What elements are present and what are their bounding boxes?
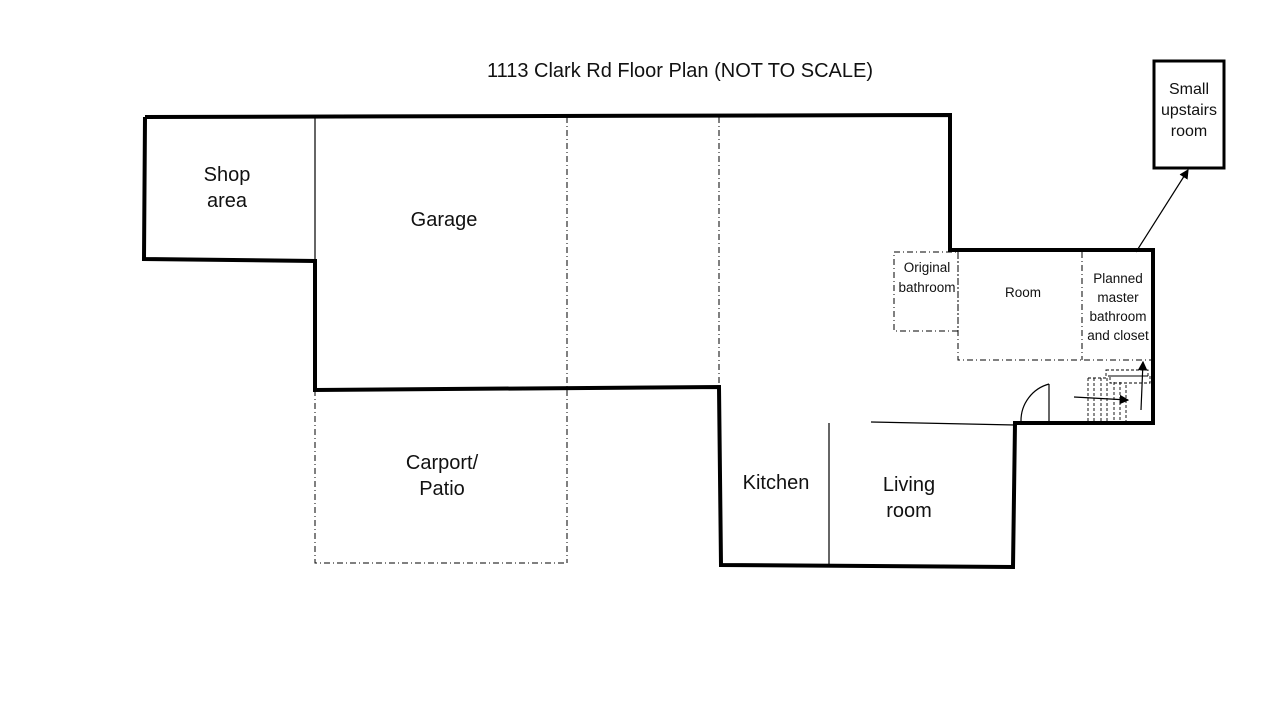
exterior-walls bbox=[141, 112, 1155, 570]
label-shop-area: Shop area bbox=[203, 164, 251, 212]
label-kitchen: Kitchen bbox=[742, 472, 810, 494]
plan-title: 1113 Clark Rd Floor Plan (NOT TO SCALE) bbox=[486, 60, 874, 82]
door-swing bbox=[1020, 383, 1050, 422]
dashed-boundaries bbox=[314, 117, 1153, 564]
label-planned-master-bathroom: Planned master bathroom and closet bbox=[1087, 271, 1149, 344]
label-room: Room bbox=[1004, 285, 1041, 300]
interior-walls bbox=[314, 117, 1016, 565]
label-carport-patio: Carport/ Patio bbox=[405, 452, 479, 500]
label-small-upstairs-room: Small upstairs room bbox=[1160, 81, 1218, 140]
label-garage: Garage bbox=[410, 209, 478, 231]
label-living-room: Living room bbox=[882, 474, 936, 522]
label-original-bathroom: Original bathroom bbox=[898, 260, 956, 295]
stairs bbox=[1087, 369, 1151, 421]
small-upstairs-room-box bbox=[1152, 59, 1226, 170]
upstairs-arrow bbox=[1135, 168, 1189, 253]
